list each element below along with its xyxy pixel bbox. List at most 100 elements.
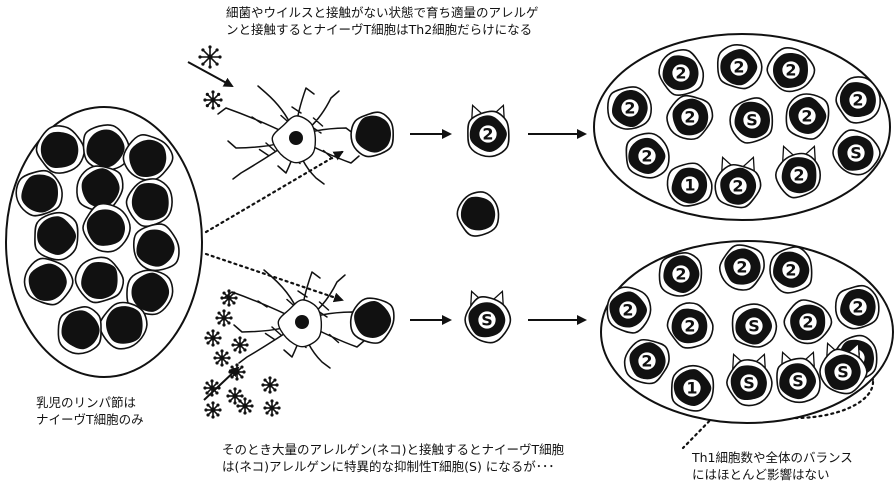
allergen-core — [208, 55, 213, 60]
caption-bottom-line2: は(ネコ)アレルゲンに特異的な抑制性T細胞(S) になるが･･･ — [222, 458, 564, 475]
allergen-tip — [216, 413, 219, 416]
allergen-tip — [238, 409, 241, 412]
dendritic-nucleus — [289, 131, 303, 145]
allergen-core — [233, 394, 238, 399]
allergen-tip — [210, 393, 213, 396]
allergen-tip — [250, 404, 253, 407]
allergen-tip — [275, 401, 278, 404]
allergen-tip — [219, 98, 222, 101]
allergen-tip — [268, 376, 271, 379]
allergen-tip — [206, 341, 209, 344]
cell-label: 2 — [802, 313, 813, 332]
allergen-tip — [217, 321, 220, 324]
cell-label: 2 — [852, 298, 863, 317]
allergen-tip — [215, 391, 218, 394]
allergen-tip — [277, 406, 280, 409]
allergen-tip — [229, 316, 232, 319]
group-cell: S — [730, 98, 772, 143]
allergen-tip — [275, 383, 278, 386]
caption-left-line1: 乳児のリンパ節は — [36, 394, 144, 411]
allergen-icon — [213, 349, 230, 366]
allergen-tip — [225, 361, 228, 364]
allergen-tip — [228, 370, 231, 373]
allergen-tip — [211, 106, 214, 109]
caption-left-line2: ナイーヴT細胞のみ — [36, 411, 144, 428]
allergen-tip — [201, 48, 204, 51]
allergen-tip — [235, 377, 238, 380]
cell-label: S — [743, 374, 755, 393]
allergen-core — [211, 98, 216, 103]
allergen-core — [220, 356, 225, 361]
allergen-core — [268, 383, 273, 388]
allergen-tip — [215, 361, 218, 364]
allergen-tip — [198, 55, 201, 58]
allergen-tip — [233, 401, 236, 404]
allergen-tip — [215, 351, 218, 354]
allergen-core — [238, 343, 243, 348]
dotted-path-bottom — [206, 254, 342, 300]
allergen-tip — [233, 348, 236, 351]
allergen-tip — [227, 289, 230, 292]
allergen-core — [222, 316, 227, 321]
caption-top: 細菌やウイルスと接触がない状態で育ち適量のアレルゲ ンと接触するとナイーヴT細胞… — [226, 4, 539, 38]
dotted-path-top — [206, 152, 342, 232]
allergen-tip — [240, 375, 243, 378]
allergen-tip — [216, 403, 219, 406]
group-cell: 1 — [672, 366, 714, 411]
allergen-core — [210, 386, 215, 391]
allergen-tip — [204, 336, 207, 339]
allergen-tip — [211, 401, 214, 404]
allergen-tip — [220, 349, 223, 352]
allergen-tip — [216, 341, 219, 344]
allergen-core — [243, 404, 248, 409]
dendritic-cell-bottom — [224, 270, 365, 368]
allergen-tip — [235, 363, 238, 366]
group-cell: S — [733, 304, 777, 347]
caption-bottom-line1: そのとき大量のアレルゲン(ネコ)と接触するとナイーヴT細胞 — [222, 441, 564, 458]
allergen-tip — [222, 301, 225, 304]
allergen-tip — [268, 390, 271, 393]
cell-label: S — [481, 311, 493, 330]
caption-right-line1: Th1細胞数や全体のバランス — [692, 449, 853, 466]
allergen-tip — [245, 343, 248, 346]
allergen-icon — [261, 376, 278, 393]
cell-label: 2 — [785, 261, 796, 280]
caption-bottom: そのとき大量のアレルゲン(ネコ)と接触するとナイーヴT細胞 は(ネコ)アレルゲン… — [222, 441, 564, 475]
cell-label: S — [792, 372, 804, 391]
cell-nucleus — [81, 262, 117, 299]
allergen-tip — [210, 379, 213, 382]
allergen-tip — [213, 356, 216, 359]
allergen-tip — [243, 411, 246, 414]
allergen-icon — [220, 289, 237, 306]
allergen-tip — [220, 296, 223, 299]
cell-label: 2 — [785, 61, 796, 80]
allergen-tip — [215, 48, 218, 51]
group-cell: S — [777, 352, 820, 402]
allergen-icon — [203, 379, 220, 396]
allergen-tip — [233, 387, 236, 390]
allergen-tip — [211, 343, 214, 346]
allergen-tip — [238, 389, 241, 392]
allergen-tip — [217, 93, 220, 96]
treg-cell: S — [465, 291, 510, 342]
cell-nucleus — [87, 209, 125, 245]
cell-nucleus — [461, 197, 495, 231]
allergen-icon — [203, 90, 222, 109]
allergen-tip — [275, 411, 278, 414]
dendritic-cell-top — [218, 86, 359, 184]
allergen-core — [211, 336, 216, 341]
allergen-tip — [227, 311, 230, 314]
allergen-tip — [273, 388, 276, 391]
cell-label: 2 — [732, 177, 743, 196]
dendritic-nucleus — [295, 315, 309, 329]
cell-label: 2 — [736, 258, 747, 277]
allergen-tip — [227, 303, 230, 306]
allergen-tip — [248, 399, 251, 402]
allergen-tip — [217, 386, 220, 389]
cell-label: 2 — [675, 265, 686, 284]
allergen-icon — [204, 401, 221, 418]
allergen-tip — [208, 45, 211, 48]
allergen-tip — [273, 378, 276, 381]
allergen-tip — [227, 321, 230, 324]
allergen-tip — [211, 415, 214, 418]
